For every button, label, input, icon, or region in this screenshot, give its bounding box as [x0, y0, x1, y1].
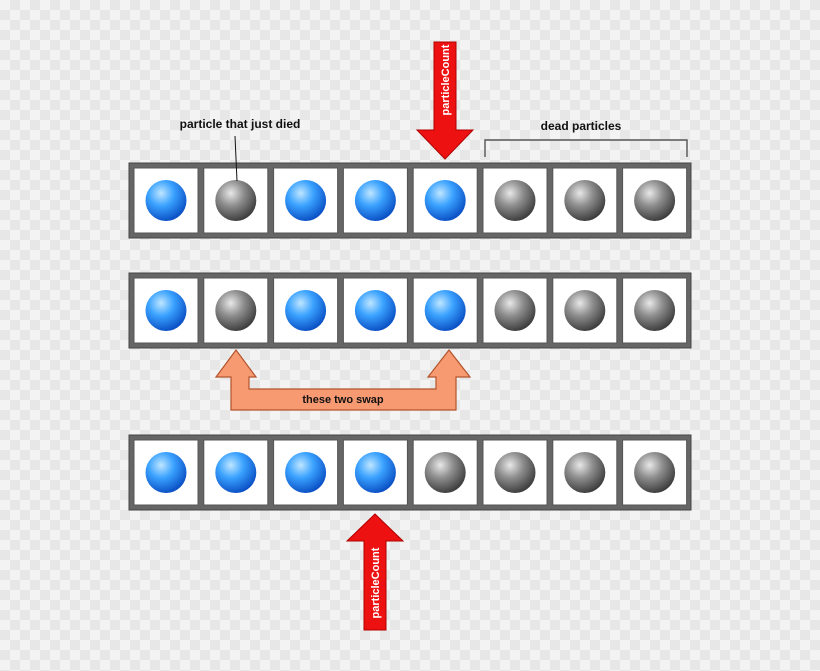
up-arrow-icon [345, 513, 405, 631]
alive-particle [354, 180, 396, 221]
array-cell [622, 167, 688, 234]
dead-particle [564, 180, 606, 221]
cell-box [412, 277, 478, 344]
row-after [128, 434, 692, 511]
array-cell [342, 167, 408, 234]
array-cell [412, 277, 478, 344]
array-cell [552, 277, 618, 344]
dead-particle [634, 290, 676, 331]
array-cell [273, 167, 339, 234]
alive-particle [145, 180, 187, 221]
alive-particle [354, 452, 396, 493]
particle-just-died-label: particle that just died [180, 117, 301, 131]
cell-box [342, 277, 408, 344]
dead-particle [564, 290, 606, 331]
array-cell [412, 439, 478, 506]
particle-count-label-bottom: particleCount [370, 547, 382, 618]
double-up-arrow-icon [214, 348, 472, 411]
cell-box [273, 439, 339, 506]
particle-count-arrow-bottom: particleCount [345, 513, 405, 631]
alive-particle [145, 452, 187, 493]
dead-particle [634, 452, 676, 493]
cell-box [552, 167, 618, 234]
alive-particle [424, 180, 466, 221]
dead-particle [564, 452, 606, 493]
array-cell [342, 277, 408, 344]
dead-particle [215, 290, 257, 331]
array-cell [133, 439, 199, 506]
particle-arrays [128, 162, 692, 511]
array-cell [622, 439, 688, 506]
array-cell [203, 277, 269, 344]
dead-particle [494, 180, 536, 221]
array-cell [273, 277, 339, 344]
dead-particle [494, 290, 536, 331]
alive-particle [354, 290, 396, 331]
array-cell [273, 439, 339, 506]
array-cell [622, 277, 688, 344]
array-cell [203, 167, 269, 234]
particle-just-died-leader [234, 135, 238, 182]
array-cell [412, 167, 478, 234]
array-cell [482, 439, 548, 506]
array-cell [342, 439, 408, 506]
array-cell [203, 439, 269, 506]
particle-count-label-top: particleCount [440, 44, 452, 115]
row-swap [128, 272, 692, 349]
alive-particle [215, 452, 257, 493]
dead-particle [634, 180, 676, 221]
row-before [128, 162, 692, 239]
particle-count-arrow-top: particleCount [415, 41, 475, 160]
array-cell [552, 439, 618, 506]
alive-particle [424, 290, 466, 331]
dead-particle [215, 180, 257, 221]
alive-particle [285, 290, 327, 331]
dead-particle [494, 452, 536, 493]
dead-particles-label: dead particles [541, 119, 622, 133]
swap-arrow: these two swap [214, 348, 472, 411]
array-cell [552, 167, 618, 234]
array-cell [482, 167, 548, 234]
swap-label: these two swap [302, 394, 384, 406]
alive-particle [285, 452, 327, 493]
alive-particle [285, 180, 327, 221]
alive-particle [145, 290, 187, 331]
dead-particles-bracket [484, 139, 688, 157]
array-cell [133, 167, 199, 234]
array-cell [482, 277, 548, 344]
array-cell [133, 277, 199, 344]
down-arrow-icon [415, 41, 475, 160]
dead-particle [424, 452, 466, 493]
